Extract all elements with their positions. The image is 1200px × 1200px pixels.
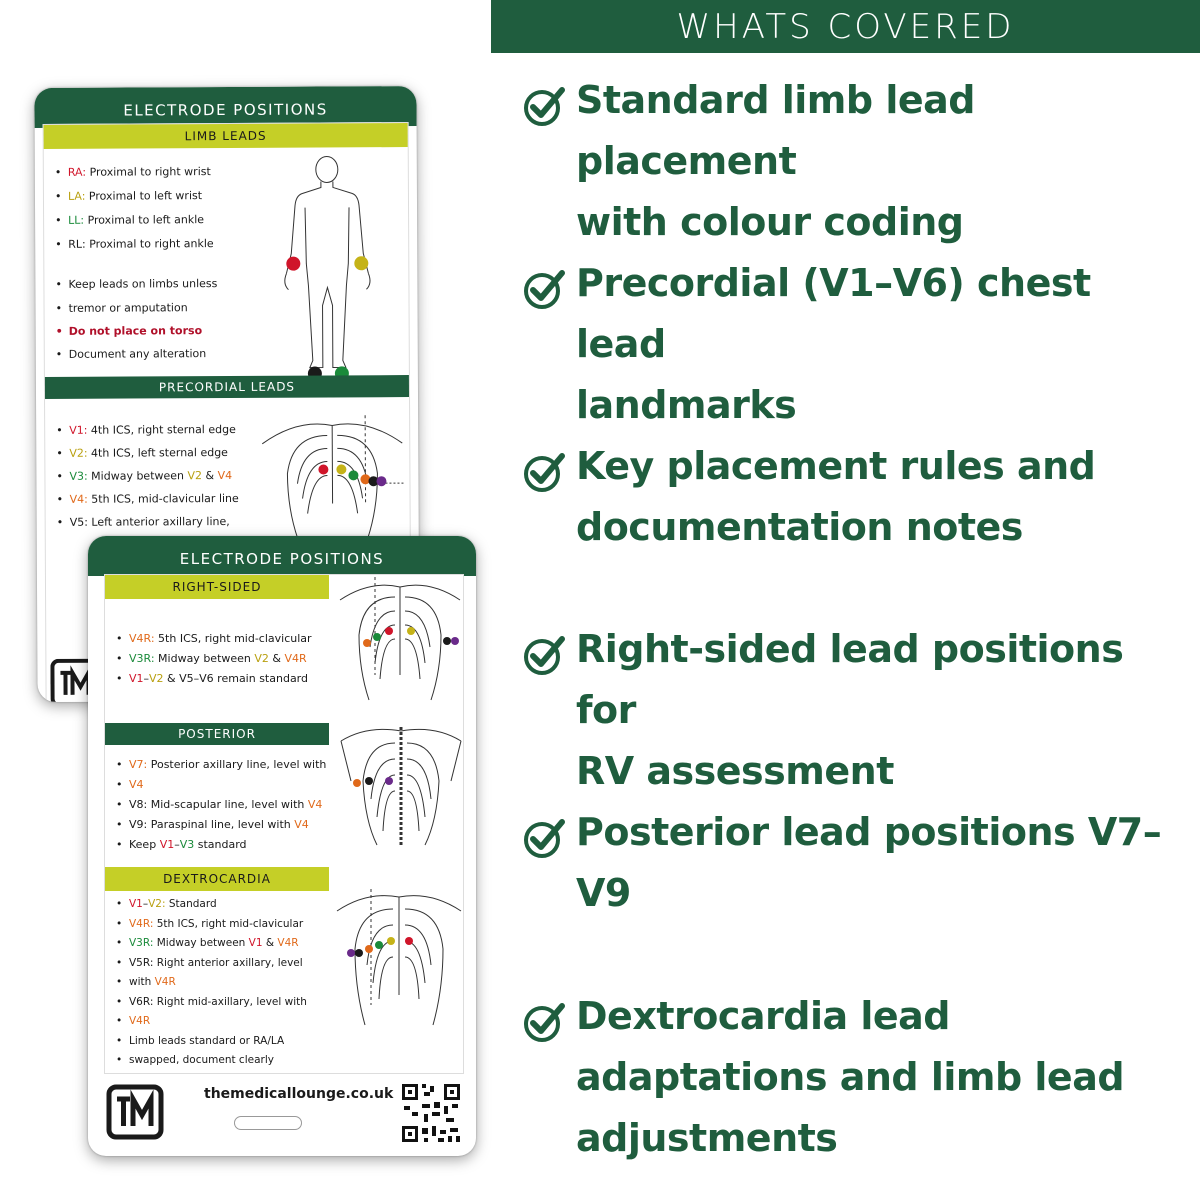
lanyard-slot	[234, 1116, 302, 1130]
list-item: Keep V1–V3 standard	[111, 835, 326, 855]
limb-leads-list: RA: Proximal to right wrist LA: Proximal…	[50, 162, 214, 255]
list-item: RA: Proximal to right wrist	[50, 162, 214, 183]
check-circle-icon	[524, 636, 565, 675]
list-item: V9: Paraspinal line, level with V4	[111, 815, 326, 835]
list-item-continued: with V4R	[111, 973, 307, 993]
feature-text: Posterior lead positions V7–V9	[576, 810, 1162, 915]
list-item: V3R: Midway between V1 & V4R	[111, 934, 307, 954]
list-item-continued: tremor or amputation	[50, 298, 217, 319]
whats-covered-banner: WHATS COVERED	[491, 0, 1200, 53]
check-circle-icon	[524, 819, 565, 858]
banner-title: WHATS COVERED	[676, 6, 1015, 47]
list-item: V7: Posterior axillary line, level with	[111, 755, 326, 775]
list-item-warning: Do not place on torso	[51, 321, 218, 342]
precordial-leads-title: PRECORDIAL LEADS	[44, 375, 410, 399]
list-item: V1: 4th ICS, right sternal edge	[51, 420, 238, 441]
list-item-continued: V4	[111, 775, 326, 795]
ribcage-right-sided-figure	[339, 577, 461, 701]
list-item: V3R: Midway between V2 & V4R	[111, 649, 312, 669]
website-url: themedicallounge.co.uk	[204, 1086, 394, 1102]
body-outline-figure	[284, 155, 371, 381]
list-item: V4R: 5th ICS, right mid-clavicular	[111, 629, 312, 649]
list-item: Document any alteration	[51, 344, 218, 365]
list-item: V1–V2: Standard	[111, 895, 307, 915]
card-front: ELECTRODE POSITIONS RIGHT-SIDED V4R: 5th…	[88, 536, 476, 1156]
list-item: V4R: 5th ICS, right mid-clavicular	[111, 915, 307, 935]
check-circle-icon	[524, 270, 565, 309]
list-item: V6R: Right mid-axillary, level with	[111, 993, 307, 1013]
check-circle-icon	[524, 87, 565, 126]
rules-list: Keep leads on limbs unless tremor or amp…	[50, 274, 217, 365]
list-item: LL: Proximal to left ankle	[50, 210, 214, 231]
tml-logo-icon	[106, 1084, 164, 1140]
ribcage-dextrocardia-figure	[336, 889, 462, 1026]
list-item: Limb leads standard or RA/LA	[111, 1032, 307, 1052]
ribcage-posterior-figure	[340, 727, 462, 847]
feature-item: Posterior lead positions V7–V9	[522, 802, 1182, 924]
posterior-title: POSTERIOR	[105, 723, 329, 745]
right-sided-list: V4R: 5th ICS, right mid-clavicular V3R: …	[111, 629, 312, 689]
list-item-continued: V4R	[111, 1012, 307, 1032]
list-item: V5R: Right anterior axillary, level	[111, 954, 307, 974]
list-item: RL: Proximal to right ankle	[50, 234, 214, 255]
list-item: V5: Left anterior axillary line,	[52, 512, 239, 533]
card-header: ELECTRODE POSITIONS	[88, 536, 476, 576]
list-item: V8: Mid-scapular line, level with V4	[111, 795, 326, 815]
posterior-list: V7: Posterior axillary line, level with …	[111, 755, 326, 855]
list-item: V4: 5th ICS, mid-clavicular line	[51, 489, 239, 510]
check-circle-icon	[524, 1003, 565, 1042]
list-item: V1–V2 & V5–V6 remain standard	[111, 669, 312, 689]
qr-code-icon	[400, 1082, 462, 1144]
dextrocardia-title: DEXTROCARDIA	[105, 867, 329, 891]
limb-leads-title: LIMB LEADS	[43, 123, 408, 149]
dextrocardia-list: V1–V2: Standard V4R: 5th ICS, right mid-…	[111, 895, 307, 1071]
list-item: Keep leads on limbs unless	[50, 274, 217, 295]
precordial-leads-list: V1: 4th ICS, right sternal edge V2: 4th …	[51, 420, 239, 533]
list-item: V3: Midway between V2 & V4	[51, 466, 238, 487]
list-item: V2: 4th ICS, left sternal edge	[51, 443, 238, 464]
ribcage-front-figure	[261, 415, 406, 539]
right-sided-title: RIGHT-SIDED	[105, 575, 329, 599]
list-item-continued: swapped, document clearly	[111, 1051, 307, 1071]
check-circle-icon	[524, 453, 565, 492]
list-item: LA: Proximal to left wrist	[50, 186, 214, 207]
